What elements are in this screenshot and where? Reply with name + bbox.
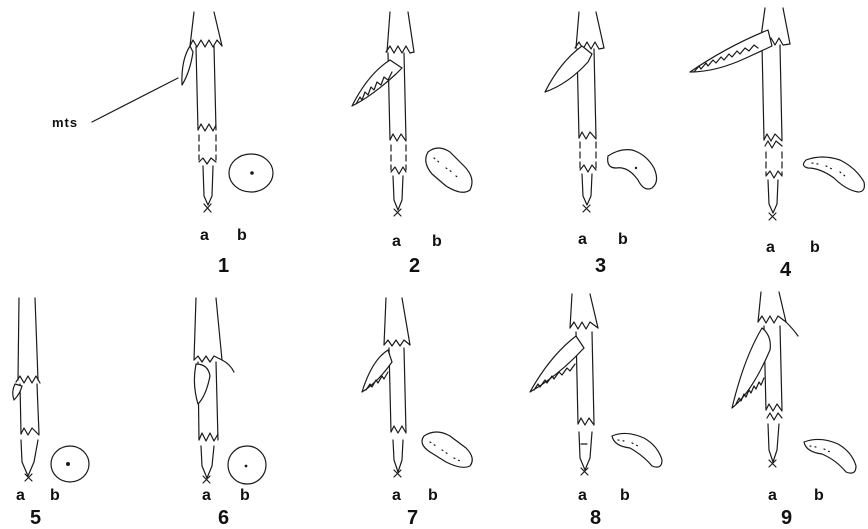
- label-b: b: [428, 487, 438, 504]
- mts-label: mts: [52, 115, 78, 130]
- panel-number: 6: [218, 507, 229, 529]
- panel-number: 4: [780, 259, 792, 281]
- stem-drawing: [12, 297, 41, 482]
- label-b: b: [237, 227, 247, 244]
- cross-section: [50, 445, 90, 483]
- panel-number: 5: [30, 507, 41, 529]
- cross-section: [228, 153, 274, 193]
- label-a: a: [16, 487, 25, 504]
- stem-drawing: [361, 297, 411, 478]
- label-a: a: [202, 487, 211, 504]
- cross-section: [425, 147, 473, 193]
- cross-section: [421, 431, 473, 468]
- label-b: b: [240, 487, 250, 504]
- panel-number: 9: [781, 507, 792, 529]
- label-b: b: [432, 233, 442, 250]
- stem-drawing: [689, 7, 791, 221]
- stem-drawing: [193, 297, 235, 484]
- panel-6: a b 6: [193, 297, 267, 529]
- label-a: a: [392, 487, 401, 504]
- cross-section: [607, 149, 658, 190]
- label-a: a: [578, 231, 587, 248]
- cross-section: [803, 438, 857, 474]
- panel-4: a b 4: [689, 7, 865, 281]
- panel-number: 7: [407, 507, 418, 529]
- label-a: a: [200, 227, 209, 244]
- label-b: b: [620, 487, 630, 504]
- label-a: a: [578, 487, 587, 504]
- cross-section: [611, 432, 663, 468]
- label-b: b: [618, 231, 628, 248]
- panel-8: a b 8: [529, 293, 663, 529]
- label-b: b: [50, 487, 60, 504]
- label-b: b: [810, 239, 820, 256]
- stem-drawing: [351, 11, 415, 217]
- label-a: a: [768, 487, 777, 504]
- stem-drawing: [731, 291, 799, 468]
- label-a: a: [392, 233, 401, 250]
- panel-3: a b 3: [544, 11, 658, 277]
- panel-7: a b 7: [361, 297, 473, 529]
- panel-9: a b 9: [731, 291, 857, 529]
- panel-number: 1: [218, 255, 229, 277]
- panel-number: 8: [590, 507, 601, 529]
- panel-5: a b 5: [12, 297, 90, 529]
- panel-number: 2: [409, 255, 420, 277]
- stem-drawing: [181, 11, 223, 213]
- mts-leader-line: [91, 77, 179, 123]
- stem-drawing: [544, 11, 605, 213]
- cross-section: [802, 156, 865, 193]
- stem-drawing: [529, 293, 599, 476]
- label-b: b: [814, 487, 824, 504]
- label-a: a: [766, 239, 775, 256]
- cross-section: [227, 445, 267, 485]
- panel-number: 3: [595, 255, 606, 277]
- panel-2: a b 2: [351, 11, 473, 277]
- panel-1: a b 1: [181, 11, 274, 277]
